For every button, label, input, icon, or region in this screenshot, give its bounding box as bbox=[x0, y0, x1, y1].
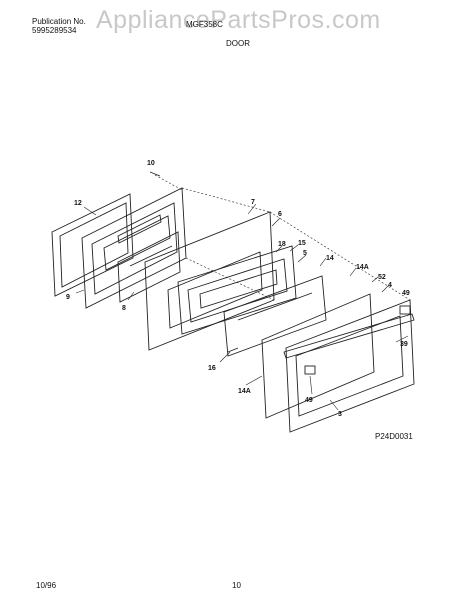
label-8: 8 bbox=[122, 305, 126, 312]
label-9: 9 bbox=[66, 294, 70, 301]
handle-end-cap bbox=[399, 305, 411, 315]
label-18: 18 bbox=[278, 241, 286, 248]
label-52: 52 bbox=[378, 274, 386, 281]
door-insulation bbox=[261, 293, 375, 419]
publication-info: Publication No. 5995289534 bbox=[32, 17, 86, 35]
label-16: 16 bbox=[208, 365, 216, 372]
drawing-code: P24D0031 bbox=[375, 432, 413, 441]
label-49: 49 bbox=[402, 290, 410, 297]
label-6: 6 bbox=[278, 211, 282, 218]
label-7: 7 bbox=[251, 199, 255, 206]
section-title: DOOR bbox=[226, 39, 250, 48]
label-5: 5 bbox=[303, 250, 307, 257]
label-12: 12 bbox=[74, 200, 82, 207]
door-gasket bbox=[51, 193, 134, 297]
handle-end-cap-lower bbox=[304, 365, 316, 375]
label-4: 4 bbox=[388, 282, 392, 289]
model-number: MGF358C bbox=[186, 20, 223, 29]
label-39: 39 bbox=[400, 341, 408, 348]
watermark: AppliancePartsPros.com bbox=[96, 6, 381, 34]
footer-date: 10/96 bbox=[36, 581, 57, 590]
label-3: 3 bbox=[338, 411, 342, 418]
label-14a: 14A bbox=[356, 264, 369, 271]
page-number: 10 bbox=[232, 581, 241, 590]
outer-door-panel bbox=[285, 299, 415, 433]
door-liner bbox=[144, 211, 275, 351]
label-15: 15 bbox=[298, 240, 306, 247]
screw-10 bbox=[149, 171, 161, 177]
inner-door-frame bbox=[81, 187, 187, 309]
label-14: 14 bbox=[326, 255, 334, 262]
label-14a-lower: 14A bbox=[238, 388, 251, 395]
publication-label: Publication No. bbox=[32, 17, 86, 26]
door-handle bbox=[283, 313, 415, 359]
hinge-rod bbox=[227, 347, 239, 353]
publication-number: 5995289534 bbox=[32, 26, 77, 35]
label-49-lower: 49 bbox=[305, 397, 313, 404]
glass-retainer bbox=[177, 245, 297, 335]
center-glass bbox=[223, 275, 327, 357]
inner-glass bbox=[117, 231, 181, 303]
label-10: 10 bbox=[147, 160, 155, 167]
